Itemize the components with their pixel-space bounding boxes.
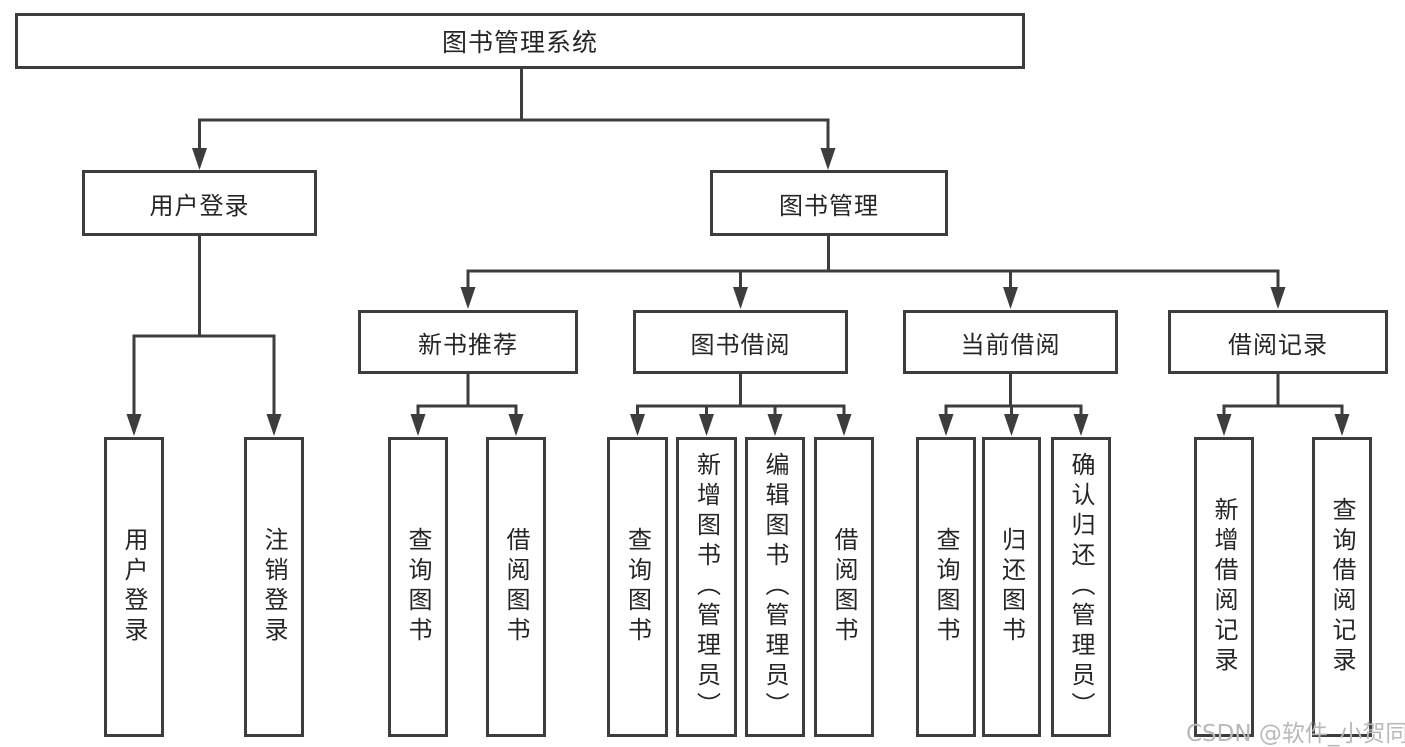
- node-label: 图书管理: [779, 191, 879, 220]
- node-label: 当前借阅: [960, 330, 1061, 359]
- node-label: 新增借阅记录: [1210, 497, 1238, 677]
- node-query-borrow-record: 查询借阅记录: [1312, 437, 1372, 737]
- node-label: 图书管理系统: [441, 28, 598, 57]
- node-user-login: 用户登录: [82, 170, 317, 236]
- node-label: 查询图书: [404, 527, 432, 647]
- node-book-management: 图书管理: [710, 170, 948, 236]
- node-query-books-2: 查询图书: [607, 437, 668, 737]
- node-add-books-admin: 新增图书（管理员）: [676, 437, 737, 737]
- node-borrow-books-1: 借阅图书: [486, 437, 546, 737]
- node-label: 编辑图书（管理员）: [761, 452, 789, 722]
- node-library-management-system: 图书管理系统: [15, 13, 1025, 69]
- node-current-borrowing: 当前借阅: [903, 310, 1118, 374]
- node-label: 查询图书: [623, 527, 652, 647]
- node-user-login-leaf: 用户登录: [104, 437, 164, 737]
- node-label: 新增图书（管理员）: [692, 452, 721, 722]
- node-label: 新书推荐: [418, 330, 518, 359]
- node-new-book-recommendation: 新书推荐: [358, 310, 578, 374]
- node-label: 借阅记录: [1228, 330, 1328, 359]
- node-query-books-1: 查询图书: [388, 437, 448, 737]
- node-label: 归还图书: [997, 527, 1026, 647]
- node-borrowing-records: 借阅记录: [1168, 310, 1388, 374]
- node-add-borrow-record: 新增借阅记录: [1194, 437, 1254, 737]
- node-borrow-books-2: 借阅图书: [814, 437, 874, 737]
- node-edit-books-admin: 编辑图书（管理员）: [745, 437, 805, 737]
- node-label: 用户登录: [120, 527, 148, 647]
- node-book-borrowing: 图书借阅: [633, 310, 848, 374]
- node-label: 注销登录: [260, 527, 288, 647]
- node-label: 查询借阅记录: [1328, 497, 1356, 677]
- node-return-books: 归还图书: [982, 437, 1041, 737]
- node-label: 查询图书: [932, 527, 960, 647]
- node-confirm-return-admin: 确认归还（管理员）: [1051, 437, 1111, 737]
- node-logout-login: 注销登录: [244, 437, 304, 737]
- node-label: 借阅图书: [830, 527, 858, 647]
- node-label: 确认归还（管理员）: [1067, 452, 1095, 722]
- node-label: 借阅图书: [502, 527, 530, 647]
- node-label: 用户登录: [149, 191, 250, 220]
- watermark-text: CSDN @软件_小贺同学: [1186, 721, 1405, 747]
- node-label: 图书借阅: [690, 330, 791, 359]
- node-query-books-3: 查询图书: [916, 437, 976, 737]
